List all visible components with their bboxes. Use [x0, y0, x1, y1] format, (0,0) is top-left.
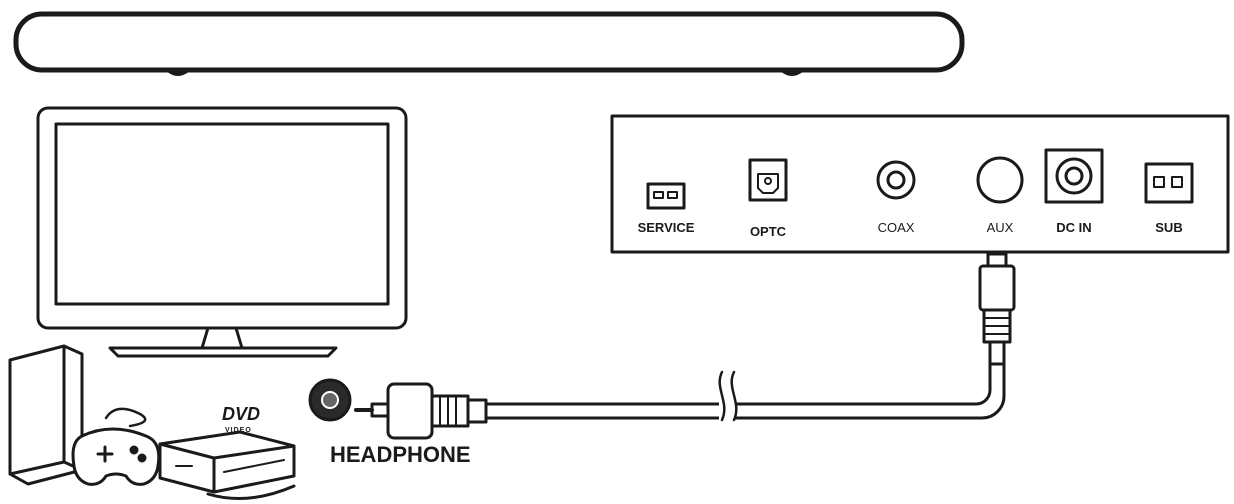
sub-port-icon: [1144, 162, 1194, 204]
soundbar-icon: [13, 11, 965, 76]
tv-icon: [36, 106, 408, 358]
headphone-label: HEADPHONE: [330, 442, 471, 467]
aux-port-icon: [976, 156, 1024, 204]
port-label-coax: COAX: [878, 220, 915, 235]
dvd-player-icon: [158, 430, 296, 500]
port-label-dcin: DC IN: [1056, 220, 1091, 235]
optical-port-icon: [748, 158, 788, 202]
aux-cable-icon: [354, 252, 1016, 440]
game-console-icon: [8, 344, 84, 486]
dvd-logo: DVD: [222, 404, 260, 424]
soundbar-rear-panel: [610, 114, 1230, 254]
port-label-optc: OPTC: [750, 224, 787, 239]
dc-in-port-icon: [1044, 148, 1104, 204]
game-controller-icon: [71, 407, 161, 486]
coax-port-icon: [876, 160, 916, 200]
service-port-icon: [646, 182, 686, 210]
port-label-aux: AUX: [987, 220, 1014, 235]
headphone-jack-icon: [308, 378, 352, 422]
dvd-video-text: VIDEO: [225, 427, 252, 434]
port-label-sub: SUB: [1155, 220, 1182, 235]
port-label-service: SERVICE: [638, 220, 695, 235]
